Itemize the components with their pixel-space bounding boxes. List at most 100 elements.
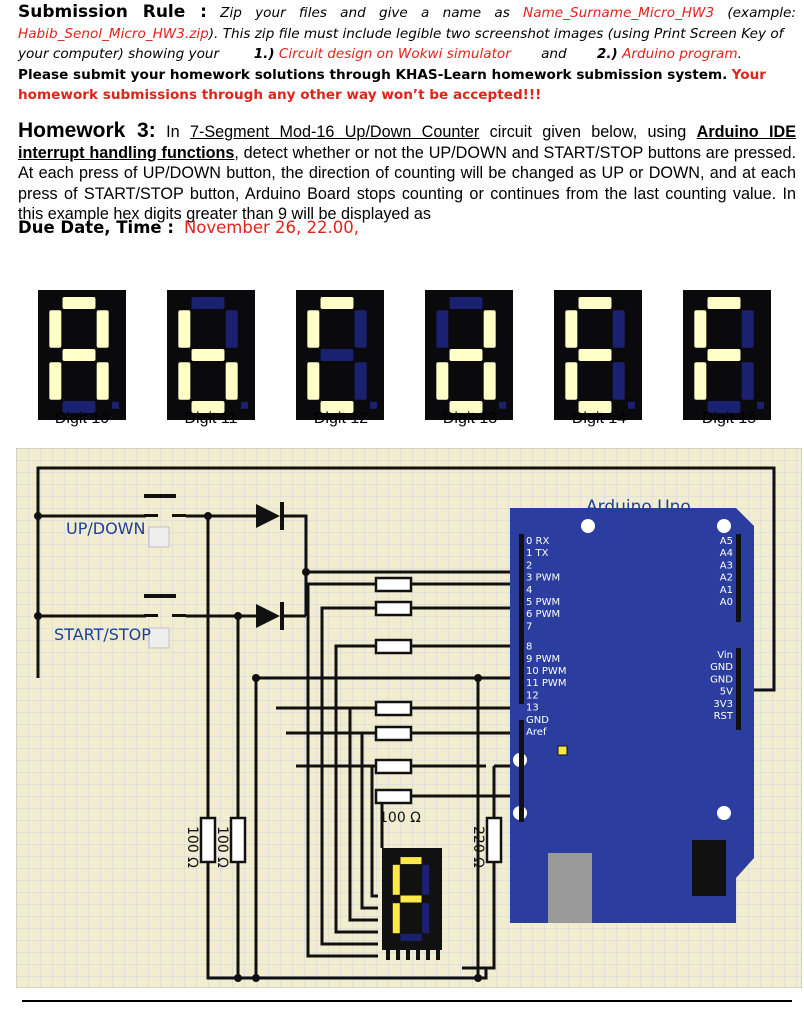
segment-e [436,362,449,400]
segment-a [191,297,225,309]
left-pin-label: 13 [526,703,539,714]
digit-11 [167,290,255,420]
segment-g [578,349,612,361]
left-pin-label: 11 PWM [526,678,566,689]
segment-g [449,349,483,361]
left-pin-label: GND [526,715,549,726]
junction-dots [34,512,482,982]
bottom-rule [22,1000,792,1002]
segment-g [62,349,96,361]
right-pin-label: 3V3 [713,699,733,710]
segment-dp [499,401,506,409]
due-date: Due Date, Time :November 26, 22.00, [18,218,359,237]
left-pin-label: 12 [526,690,539,701]
right-pin-label: GND [710,662,733,673]
segment-dp [112,401,119,409]
display-segment-c [422,903,430,934]
circuit-diagram: UP/DOWN START/STOP 100 Ω 100 Ω [16,448,802,988]
segment-b [225,310,238,348]
seven-segment-display [382,848,442,960]
segment-a [578,297,612,309]
segment-b [483,310,496,348]
left-pin-label: Aref [526,727,547,738]
rule-submit-text: Please submit your homework solutions th… [18,66,728,83]
segment-d [191,401,225,413]
left-pin-label: 6 PWM [526,609,560,620]
segment-d [449,401,483,413]
segment-b [354,310,367,348]
board-name: Arduino Uno [586,497,691,517]
left-pin-label: 8 [526,642,532,653]
segment-a [449,297,483,309]
segment-f [694,310,707,348]
diode-up-down [256,502,284,530]
up-down-button[interactable]: UP/DOWN [66,494,186,548]
segment-a [62,297,96,309]
segment-dp [757,401,764,409]
display-pins [386,950,440,960]
due-value: November 26, 22.00, [183,218,359,237]
segment-c [225,362,238,400]
right-pin-label: A4 [720,548,733,559]
diode-start-stop [256,602,284,630]
segment-f [565,310,578,348]
segment-g [707,349,741,361]
display-segment-d [400,933,422,941]
segment-f [436,310,449,348]
segment-c [354,362,367,400]
rule-period: . [737,46,742,62]
segment-f [307,310,320,348]
segment-resistor-label: 100 Ω [379,810,421,826]
digit-label: Digit 15 [701,410,757,427]
segment-e [307,362,320,400]
digit-12 [296,290,384,420]
digit-10 [38,290,126,420]
segment-resistors [374,576,413,805]
pulldown-resistor-2-label: 100 Ω [214,826,230,868]
segment-g [191,349,225,361]
pulldown-resistor-1-label: 100 Ω [184,826,200,868]
digit-label: Digit 10 [54,410,110,427]
segment-e [565,362,578,400]
right-pin-label: RST [714,711,734,722]
left-pin-label: 7 [526,621,532,632]
rule-paragraph: Submission Rule : Zip your files and giv… [18,2,796,24]
segment-d [320,401,354,413]
left-pin-label: 0 RX [526,536,549,547]
segment-e [178,362,191,400]
right-pin-label: A1 [720,585,733,596]
start-stop-button[interactable]: START/STOP [54,594,186,649]
left-pin-label: 5 PWM [526,597,560,608]
left-pin-label: 2 [526,560,532,571]
segment-d [707,401,741,413]
homework-circuit-name: 7-Segment Mod-16 Up/Down Counter [189,123,480,141]
segment-e [694,362,707,400]
homework-arduino-functions: Arduino IDE interrupt handling functions [18,123,797,162]
homework-description: Homework 3: In 7-Segment Mod-16 Up/Down … [18,120,797,225]
display-segment-f [392,864,400,895]
segment-a [320,297,354,309]
segment-f [178,310,191,348]
display-segment-g [400,895,422,903]
rule-item1: Circuit design on Wokwi simulator [278,46,511,62]
rule-warning: Your homework submissions through any ot… [18,66,766,104]
left-pin-label: 1 TX [526,548,549,559]
segment-dp [241,401,248,409]
segment-f [49,310,62,348]
rule-submit: Please submit your homework solutions th… [18,65,796,106]
segment-dp [370,401,377,409]
rule-zip-name: Name_Surname_Micro_HW3 [523,5,715,21]
right-pin-label: A3 [720,560,733,571]
segment-c [612,362,625,400]
left-pin-label: 4 [526,585,532,596]
rule-item1-num: 1.) [253,46,275,62]
up-down-label: UP/DOWN [66,519,145,538]
digit-14 [554,290,642,420]
rule-item2: Arduino program [622,46,738,62]
digit-label: Digit 13 [442,410,498,427]
segment-c [741,362,754,400]
segment-d [62,401,96,413]
rule-zip-text: Zip your files and give a name as [220,5,524,21]
